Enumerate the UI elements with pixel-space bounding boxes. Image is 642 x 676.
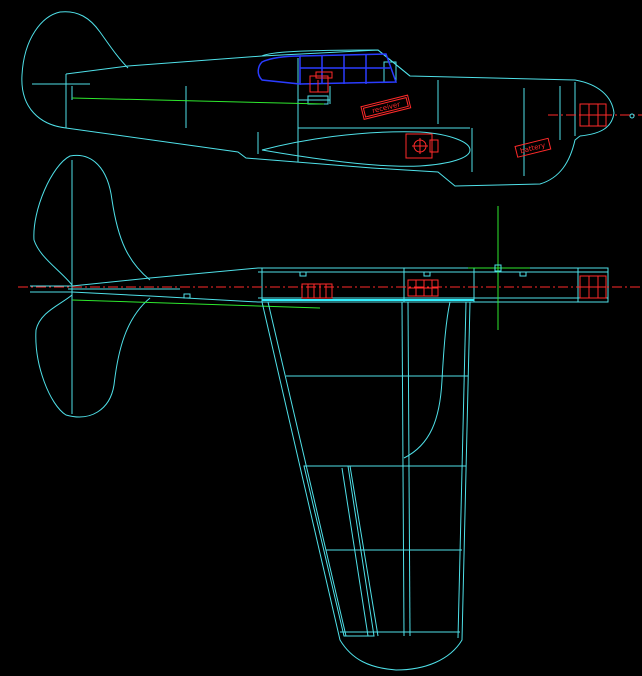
side-view-canopy-outer bbox=[261, 49, 411, 77]
side-view-servo bbox=[309, 71, 333, 93]
side-view-canopy bbox=[257, 53, 398, 85]
wing-gear-well bbox=[403, 301, 451, 459]
side-view-wing-fairing bbox=[261, 131, 471, 167]
side-view-fuselage-bottom bbox=[65, 127, 581, 187]
receiver-tag: receiver bbox=[360, 94, 412, 120]
side-view-reference-line bbox=[71, 97, 325, 105]
top-view-tail-cone bbox=[71, 267, 609, 303]
top-view bbox=[18, 154, 642, 418]
top-view-receiver bbox=[301, 283, 333, 299]
side-view-tail-fin bbox=[21, 11, 129, 129]
wing-outline bbox=[261, 301, 471, 671]
side-view-fuselage-top bbox=[65, 49, 615, 137]
side-view-retract-servo bbox=[405, 133, 439, 159]
top-view-retract-servo bbox=[407, 279, 439, 297]
top-view-motor bbox=[579, 275, 607, 299]
top-view-horizontal-stabilizer bbox=[33, 154, 151, 418]
battery-tag: battery bbox=[514, 137, 552, 158]
side-view-fuselage: receiver battery bbox=[21, 11, 642, 187]
wing-panel bbox=[261, 301, 471, 671]
